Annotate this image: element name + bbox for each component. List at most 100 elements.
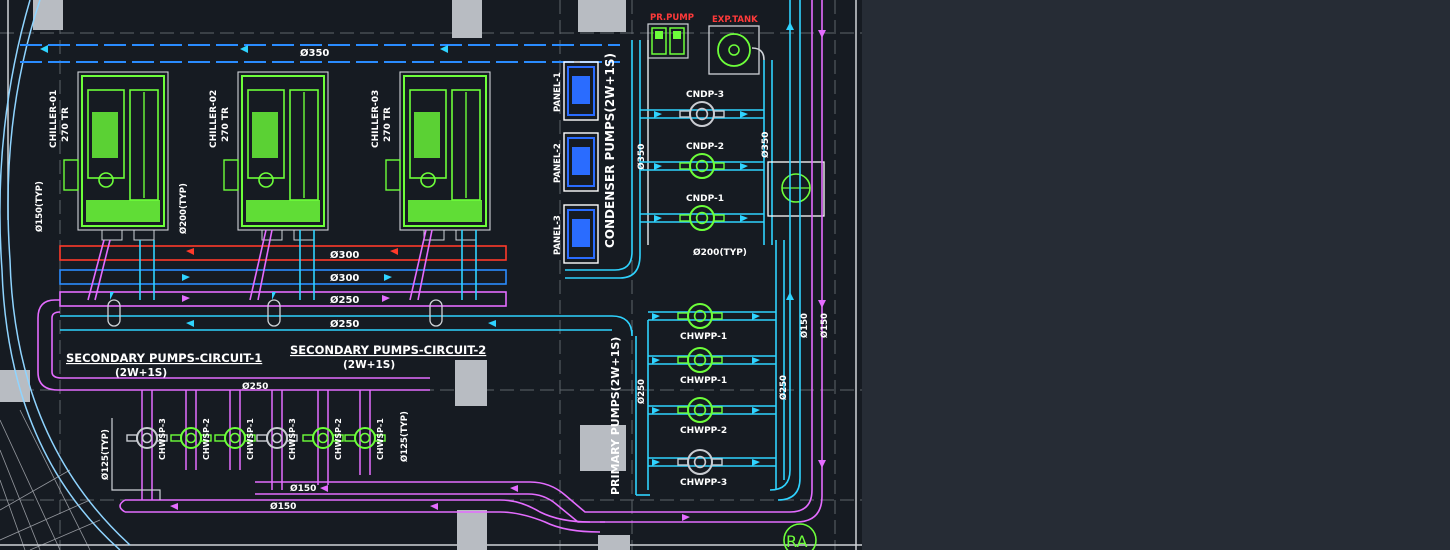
chiller-unit[interactable] [63,71,169,241]
pipe-size-red: Ø300 [330,249,359,261]
control-panel[interactable] [563,204,599,264]
air-separator[interactable] [767,161,825,217]
primary-pipes [635,320,650,496]
pump[interactable] [344,427,386,449]
pump[interactable] [679,153,725,179]
pipe-size-cnd-left: Ø350 [636,144,647,170]
secondary-c2-label: SECONDARY PUMPS-CIRCUIT-2 [290,343,486,357]
pipe-size-chiller-b: Ø200(TYP) [178,183,189,234]
control-panel[interactable] [563,132,599,192]
panel-label: PANEL-3 [553,215,563,255]
pipe-flow-arrows [110,248,496,327]
ra-tag: RA [783,523,817,550]
curved-structure [0,0,131,550]
bottom-pipes [119,481,620,533]
secondary-pump-label: CHWSP-2 [202,418,211,460]
secondary-pump-group: CHWSP-3 CHWSP-2 CHWSP-1 CHWSP-3 CHWSP-2 CHWSP… [126,418,386,460]
chiller-unit[interactable] [223,71,329,241]
pump[interactable] [677,347,723,373]
pump[interactable] [302,427,344,449]
pump[interactable] [679,101,725,127]
chiller-branches [87,229,477,301]
pipe-size-cyan: Ø250 [330,318,359,330]
pipe-size-bottom-b: Ø150 [270,501,296,512]
secondary-pump-label: CHWSP-3 [158,418,167,460]
pr-pump[interactable] [647,23,689,59]
chilled-water-header [20,44,620,63]
ra-label: RA [786,532,807,550]
pipe-size-bottom-a: Ø150 [290,483,316,494]
pr-pump-label: PR.PUMP [650,13,694,23]
pump[interactable] [679,205,725,231]
primary-pump-label: CHWPP-3 [680,478,727,488]
pipe-size-header: Ø350 [300,47,329,59]
bottom-arrows [170,485,690,521]
secondary-bracket [111,418,161,500]
secondary-c2-config: (2W+1S) [343,359,395,371]
pump[interactable] [677,397,723,423]
grid-lines [0,0,862,550]
panel-label: PANEL-2 [553,143,563,183]
control-panel[interactable] [563,61,599,121]
condenser-pipes [565,40,773,279]
outer-wall [0,0,862,550]
empty-right-panel [862,0,1450,550]
columns [0,0,630,550]
riser-arrows [786,22,826,468]
pipe-size-pri-left: Ø250 [636,379,647,404]
risers [600,0,823,523]
secondary-c1-label: SECONDARY PUMPS-CIRCUIT-1 [66,351,262,365]
chiller-name: CHILLER-02 [209,90,219,148]
chiller-name: CHILLER-03 [371,90,381,148]
pump[interactable] [214,427,256,449]
secondary-c1-config: (2W+1S) [115,367,167,379]
expansion-tank[interactable] [708,25,760,75]
primary-pump-label: CHWPP-1 [680,332,727,342]
pipe-size-sec-right: Ø125(TYP) [399,411,410,462]
primary-pump-label: CHWPP-2 [680,426,727,436]
hatch-lines [0,409,101,550]
panel-label: PANEL-1 [553,72,563,112]
condenser-group-label: CONDENSER PUMPS(2W+1S) [603,53,617,248]
secondary-pump-label: CHWSP-2 [334,418,343,460]
pipe-size-chiller-a: Ø150(TYP) [34,181,45,232]
condenser-pump-label: CNDP-2 [686,142,724,152]
pipe-size-magenta: Ø250 [330,294,359,306]
pipe-size-riser-a: Ø150 [799,313,810,338]
chiller-unit[interactable] [385,71,491,241]
condenser-pump-label: CNDP-1 [686,194,724,204]
main-pipes [37,245,633,391]
chiller-name: CHILLER-01 [49,90,59,148]
pipe-size-cnd-branch: Ø200(TYP) [693,247,747,258]
chiller-capacity: 270 TR [61,107,71,142]
pipe-size-cnd-right: Ø350 [760,132,771,158]
pipe-size-pri-right: Ø250 [778,375,789,400]
secondary-pump-label: CHWSP-1 [376,418,385,460]
pump[interactable] [256,427,298,449]
exp-tank-label: EXP.TANK [712,15,758,25]
primary-group-label: PRIMARY PUMPS(2W+1S) [609,337,622,495]
pipe-size-blue: Ø300 [330,272,359,284]
pipe-size-secondary-header: Ø250 [242,381,268,392]
pump[interactable] [677,303,723,329]
secondary-pump-label: CHWSP-1 [246,418,255,460]
pipe-size-sec-left: Ø125(TYP) [100,429,111,480]
pump[interactable] [677,449,723,475]
pump[interactable] [126,427,168,449]
pump[interactable] [170,427,212,449]
header-arrows [40,45,448,53]
condenser-pump-label: CNDP-3 [686,90,724,100]
secondary-pump-label: CHWSP-3 [288,418,297,460]
primary-pump-label: CHWPP-1 [680,376,727,386]
branch-verticals [107,299,443,327]
pipe-size-riser-b: Ø150 [819,313,830,338]
chiller-capacity: 270 TR [383,107,393,142]
chiller-capacity: 270 TR [221,107,231,142]
